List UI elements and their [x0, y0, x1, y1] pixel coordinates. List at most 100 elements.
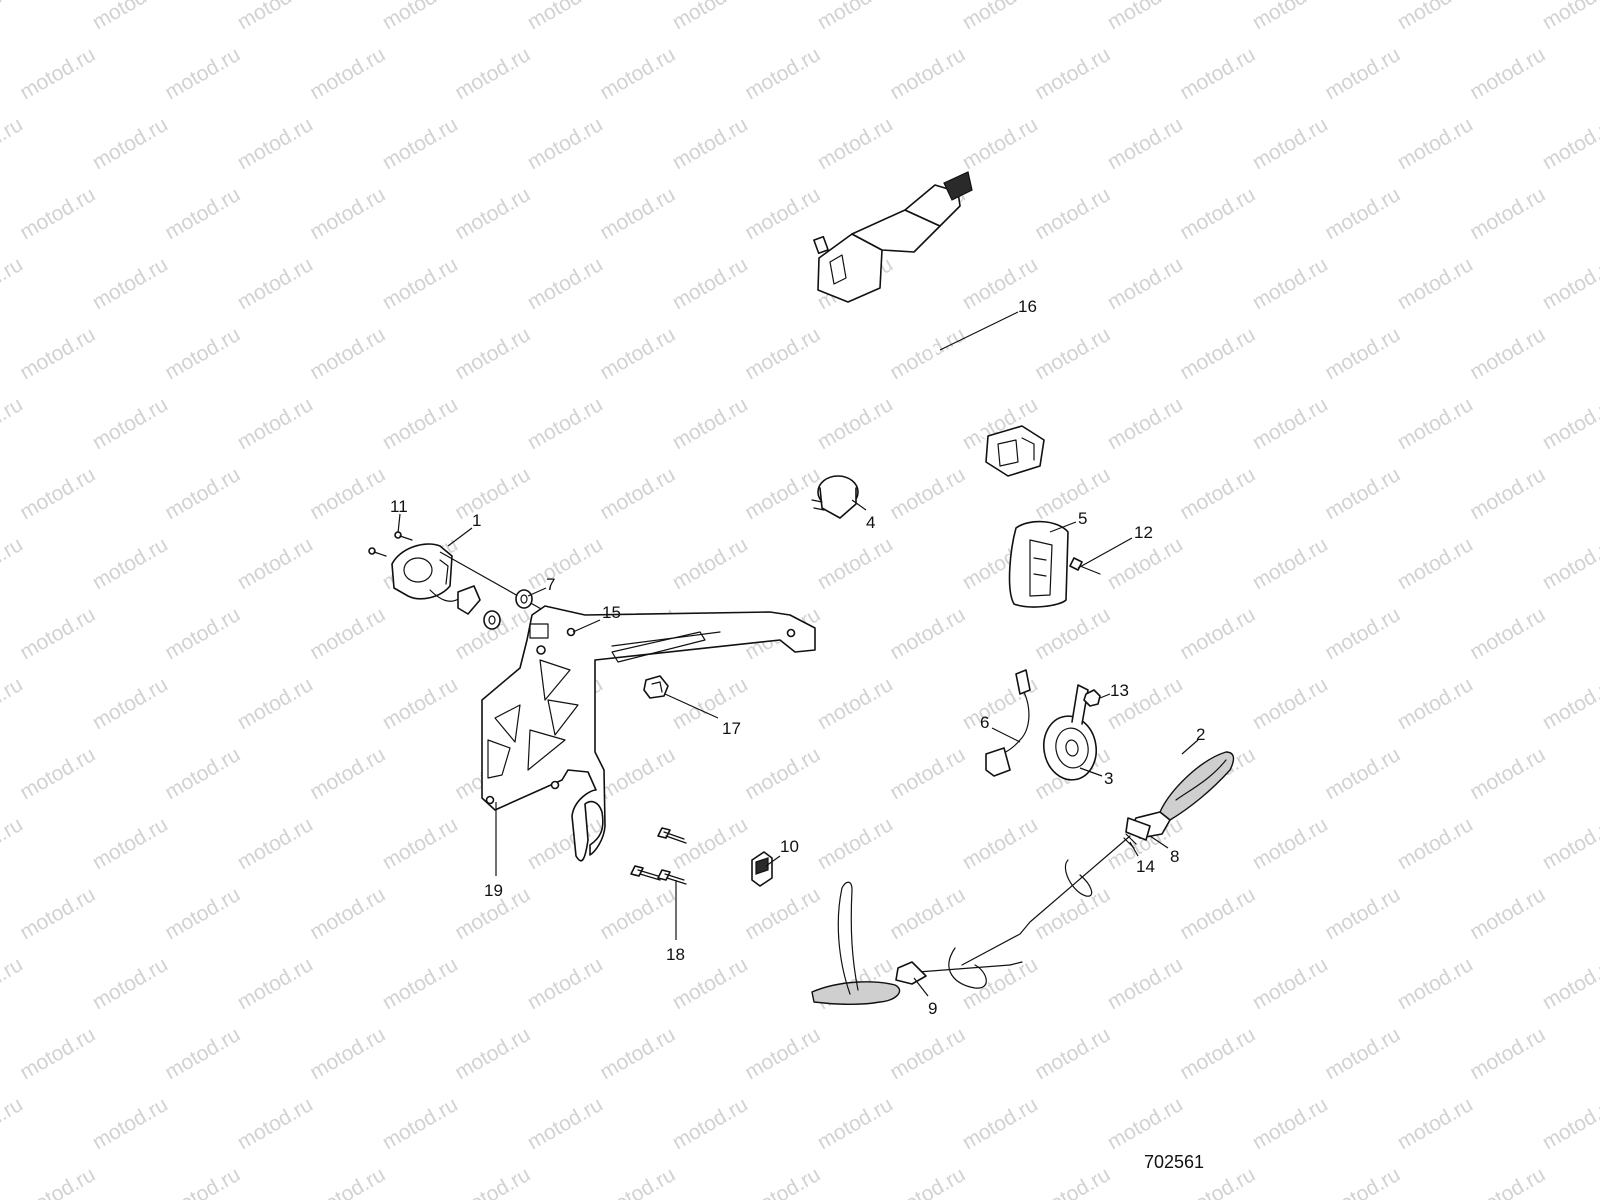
watermark-text: motod.ru: [1539, 1093, 1600, 1154]
watermark-text: motod.ru: [1176, 183, 1259, 244]
watermark-text: motod.ru: [161, 43, 244, 104]
callout-1: 1: [472, 511, 481, 530]
watermark-text: motod.ru: [1031, 883, 1114, 944]
part-17-clip[interactable]: [643, 675, 669, 699]
part-9-turn-signal-wiring[interactable]: [811, 835, 1131, 1006]
watermark-text: motod.ru: [234, 673, 317, 734]
part-10-connector[interactable]: [751, 851, 773, 887]
watermark-text: motod.ru: [741, 463, 824, 524]
part-4-relay[interactable]: [811, 475, 859, 519]
watermark-text: motod.ru: [16, 463, 99, 524]
watermark-text: motod.ru: [1394, 393, 1477, 454]
watermark-text: motod.ru: [1321, 1023, 1404, 1084]
callout-19: 19: [484, 881, 503, 900]
watermark-text: motod.ru: [16, 323, 99, 384]
watermark-text: motod.ru: [1176, 603, 1259, 664]
watermark-text: motod.ru: [306, 323, 389, 384]
watermark-text: motod.ru: [669, 1093, 752, 1154]
watermark-text: motod.ru: [0, 953, 27, 1014]
watermark-text: motod.ru: [1249, 113, 1332, 174]
watermark-text: motod.ru: [1394, 953, 1477, 1014]
part-13-nut[interactable]: [1083, 689, 1101, 707]
watermark-text: motod.ru: [16, 1163, 99, 1200]
watermark-text: motod.ru: [16, 43, 99, 104]
watermark-text: motod.ru: [1031, 43, 1114, 104]
watermark-text: motod.ru: [596, 1023, 679, 1084]
watermark-text: motod.ru: [161, 743, 244, 804]
callout-12: 12: [1134, 523, 1153, 542]
watermark-text: motod.ru: [0, 393, 27, 454]
watermark-text: motod.ru: [886, 1023, 969, 1084]
watermark-text: motod.ru: [234, 0, 317, 34]
watermark-text: motod.ru: [959, 113, 1042, 174]
callout-5: 5: [1078, 509, 1087, 528]
watermark-text: motod.ru: [1394, 1093, 1477, 1154]
watermark-text: motod.ru: [89, 533, 172, 594]
watermark-text: motod.ru: [1394, 253, 1477, 314]
part-1-housing[interactable]: [391, 543, 576, 629]
part-8-mount[interactable]: [1125, 817, 1151, 841]
watermark-text: motod.ru: [886, 883, 969, 944]
part-18-bolts[interactable]: [630, 827, 687, 885]
watermark-text: motod.ru: [741, 183, 824, 244]
watermark-text: motod.ru: [886, 43, 969, 104]
watermark-text: motod.ru: [814, 673, 897, 734]
part-19-main-bracket[interactable]: [481, 605, 816, 862]
callout-4: 4: [866, 513, 875, 532]
watermark-text: motod.ru: [1321, 463, 1404, 524]
watermark-text: motod.ru: [669, 393, 752, 454]
watermark-text: motod.ru: [596, 463, 679, 524]
watermark-text: motod.ru: [234, 393, 317, 454]
watermark-text: motod.ru: [1539, 533, 1600, 594]
watermark-text: motod.ru: [234, 533, 317, 594]
callout-7: 7: [546, 575, 555, 594]
watermark-text: motod.ru: [1249, 533, 1332, 594]
watermark-text: motod.ru: [1466, 43, 1549, 104]
watermark-text: motod.ru: [1031, 463, 1114, 524]
watermark-text: motod.ru: [524, 0, 607, 34]
callout-3: 3: [1104, 769, 1113, 788]
part-16-switch-assembly[interactable]: [813, 171, 1045, 477]
watermark-text: motod.ru: [814, 1093, 897, 1154]
watermark-text: motod.ru: [1321, 603, 1404, 664]
watermark-text: motod.ru: [306, 43, 389, 104]
watermark-text: motod.ru: [1249, 1093, 1332, 1154]
watermark-text: motod.ru: [596, 883, 679, 944]
watermark-text: motod.ru: [306, 743, 389, 804]
watermark-text: motod.ru: [1249, 253, 1332, 314]
watermark-text: motod.ru: [1539, 393, 1600, 454]
watermark-text: motod.ru: [451, 1163, 534, 1200]
watermark-text: motod.ru: [1466, 1163, 1549, 1200]
watermark-text: motod.ru: [234, 1093, 317, 1154]
watermark-text: motod.ru: [886, 323, 969, 384]
watermark-text: motod.ru: [1539, 253, 1600, 314]
watermark-text: motod.ru: [379, 253, 462, 314]
watermark-text: motod.ru: [669, 253, 752, 314]
watermark-text: motod.ru: [1466, 183, 1549, 244]
part-12-screw[interactable]: [1069, 557, 1101, 575]
watermark-text: motod.ru: [669, 0, 752, 34]
watermark-text: motod.ru: [1031, 1023, 1114, 1084]
watermark-text: motod.ru: [596, 1163, 679, 1200]
watermark-text: motod.ru: [524, 253, 607, 314]
watermark-text: motod.ru: [814, 0, 897, 34]
watermark-text: motod.ru: [596, 323, 679, 384]
watermark-text: motod.ru: [0, 253, 27, 314]
callout-13: 13: [1110, 681, 1129, 700]
watermark-text: motod.ru: [306, 183, 389, 244]
watermark-text: motod.ru: [1394, 673, 1477, 734]
part-7-spacers[interactable]: [483, 589, 533, 630]
callout-14: 14: [1136, 857, 1155, 876]
callout-16: 16: [1018, 297, 1037, 316]
watermark-text: motod.ru: [1466, 883, 1549, 944]
part-3-horn[interactable]: [1039, 684, 1101, 784]
watermark-text: motod.ru: [451, 43, 534, 104]
watermark-text: motod.ru: [1176, 883, 1259, 944]
part-5-cover[interactable]: [1008, 520, 1069, 608]
watermark-text: motod.ru: [1321, 43, 1404, 104]
watermark-text: motod.ru: [16, 1023, 99, 1084]
watermark-text: motod.ru: [1104, 1093, 1187, 1154]
watermark-text: motod.ru: [16, 183, 99, 244]
part-6-horn-wire[interactable]: [985, 669, 1031, 777]
